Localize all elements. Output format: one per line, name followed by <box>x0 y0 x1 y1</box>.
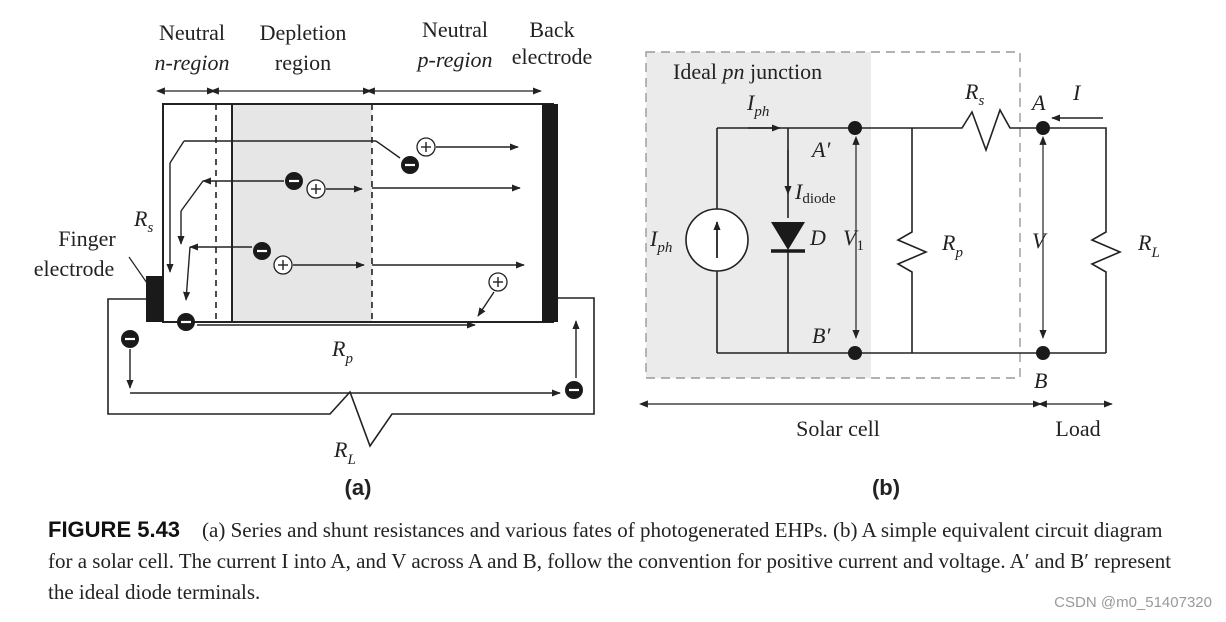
label-load: Load <box>1055 416 1100 441</box>
label-d: D <box>809 225 826 250</box>
caption-text: (a) Series and shunt resistances and var… <box>48 518 1172 604</box>
label-finger-line1: Finger <box>58 226 116 251</box>
label-iph-left: Iph <box>649 226 672 256</box>
panel-a-tag: (a) <box>345 475 372 500</box>
back-electrode <box>542 104 558 322</box>
label-a: A <box>1030 90 1046 115</box>
label-rl-a: RL <box>333 437 356 468</box>
panel-b: Ideal pn junction Iph Iph <box>638 51 1160 500</box>
label-neutral-p-line1: Neutral <box>422 17 488 42</box>
label-neutral-n-line2: n-region <box>155 50 230 75</box>
label-back-line1: Back <box>529 17 574 42</box>
node-b <box>1036 346 1050 360</box>
label-i: I <box>1072 80 1082 105</box>
label-rp-a: Rp <box>331 336 353 367</box>
label-depletion-line2: region <box>275 50 331 75</box>
caption-label: FIGURE 5.43 <box>48 517 181 542</box>
solar-cell-boundary <box>645 51 1021 379</box>
ideal-junction-shading <box>646 52 871 378</box>
panel-b-tag: (b) <box>872 475 900 500</box>
label-rp-b: Rp <box>941 230 963 261</box>
label-b: B <box>1034 368 1047 393</box>
label-finger-line2: electrode <box>34 256 115 281</box>
label-ideal-pn-junction: Ideal pn junction <box>673 59 822 84</box>
figure-caption: FIGURE 5.43(a) Series and shunt resistan… <box>48 514 1188 608</box>
diode-symbol <box>771 222 805 250</box>
label-iph-top: Iph <box>746 90 769 120</box>
label-b-prime: B′ <box>812 323 831 348</box>
label-rs-b: Rs <box>964 79 984 109</box>
label-idiode: Idiode <box>794 179 836 207</box>
watermark-text: CSDN @m0_51407320 <box>1054 594 1212 611</box>
finger-electrode <box>146 276 163 322</box>
label-back-line2: electrode <box>512 44 593 69</box>
label-depletion-line1: Depletion <box>260 20 347 45</box>
panel-a: Neutral n-region Depletion region Neutra… <box>34 17 595 500</box>
node-a <box>1036 121 1050 135</box>
depletion-region-shading <box>232 104 372 322</box>
node-a-prime <box>848 121 862 135</box>
node-b-prime <box>848 346 862 360</box>
label-v: V <box>1032 228 1048 253</box>
label-a-prime: A′ <box>810 137 831 162</box>
label-rl-b: RL <box>1137 230 1160 261</box>
label-neutral-n-line1: Neutral <box>159 20 225 45</box>
figure-diagram: Neutral n-region Depletion region Neutra… <box>34 17 1160 500</box>
label-rs-a: Rs <box>133 206 153 236</box>
label-solar-cell: Solar cell <box>796 416 880 441</box>
label-neutral-p-line2: p-region <box>416 47 493 72</box>
label-v1: V1 <box>843 225 864 254</box>
